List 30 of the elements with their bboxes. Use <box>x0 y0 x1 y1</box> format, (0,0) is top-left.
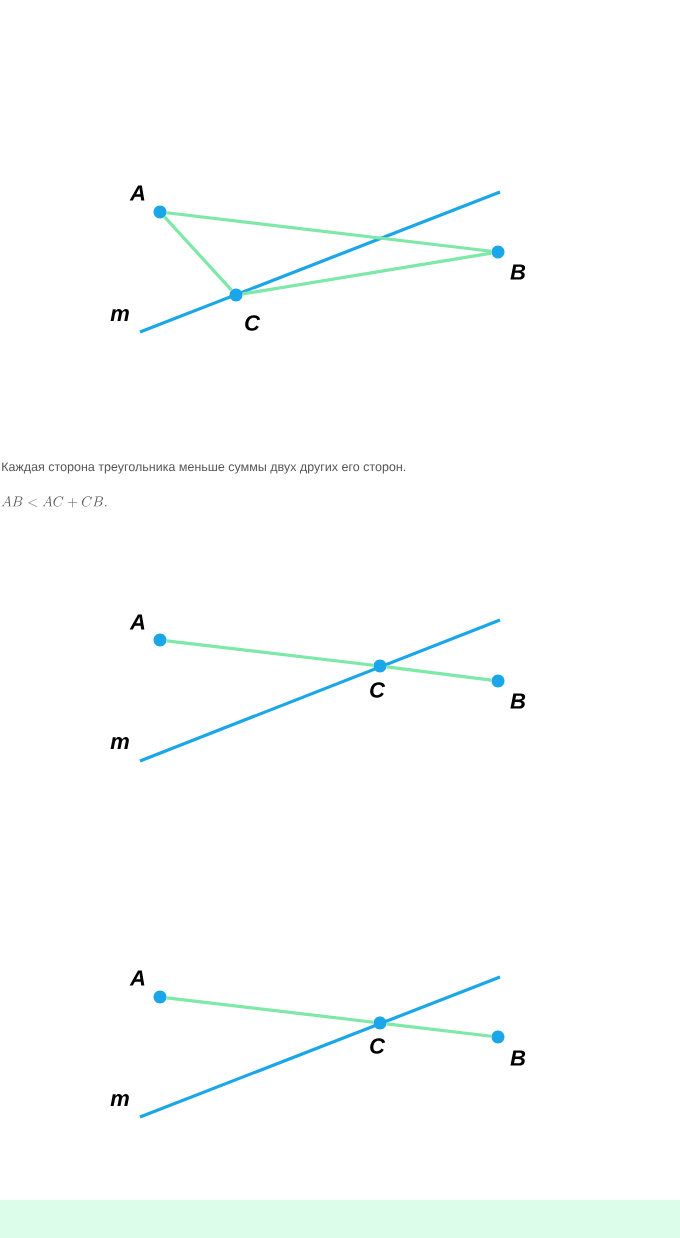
line-label: m <box>110 737 129 749</box>
point: A <box>129 185 167 219</box>
segment <box>386 665 492 682</box>
node-label: B <box>510 693 526 709</box>
inequality: $AB < AC + CB.$ <box>1 496 107 508</box>
segment <box>166 211 492 253</box>
segment <box>166 639 374 667</box>
node-label: A <box>129 970 145 986</box>
segment <box>163 215 233 292</box>
point: A <box>129 614 167 647</box>
segment <box>242 251 492 296</box>
segment <box>386 1022 492 1038</box>
line-label: m <box>110 1094 129 1106</box>
node-label: C <box>245 315 261 331</box>
point: C <box>370 659 387 698</box>
statement: Каждая сторона треугольника меньше суммы двух других его сторон. <box>2 462 406 474</box>
point: C <box>370 1016 387 1054</box>
segment <box>166 996 374 1024</box>
node-label: A <box>129 614 145 630</box>
node-label: B <box>510 1050 526 1066</box>
node-label: A <box>129 185 145 201</box>
point: B <box>491 674 526 709</box>
line-label: m <box>110 309 129 321</box>
point: A <box>129 970 167 1004</box>
point: C <box>229 288 261 331</box>
point: B <box>491 1030 526 1066</box>
point: B <box>491 245 526 280</box>
node-label: C <box>370 682 386 698</box>
node-label: C <box>370 1038 386 1054</box>
node-label: B <box>510 264 526 280</box>
